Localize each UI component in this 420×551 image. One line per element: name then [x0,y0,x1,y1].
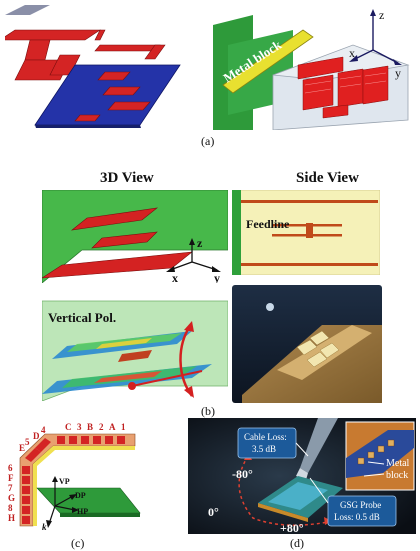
panel-b-3d-render: z x y [42,190,228,283]
panel-a-left-render [5,5,210,130]
left-label-4: 8 [8,503,13,513]
panel-b-field-render: Vertical Pol. [42,286,228,401]
title-3d-view: 3D View [100,170,154,186]
left-label-1: F [8,473,14,483]
vertical-pol-label: Vertical Pol. [48,310,116,325]
patch-strips [74,71,151,122]
gsg-line1: GSG Probe [340,500,381,510]
b-axis-x: x [172,271,178,283]
feed-block [5,5,50,15]
angle-minus80: -80° [232,467,253,481]
top-label-1: 3 [77,422,82,432]
k-label: k [42,522,47,532]
corner-label-1: 5 [25,437,30,447]
axis-z-label: z [379,8,384,22]
caption-b: (b) [201,404,215,418]
cable-loss-line1: Cable Loss: [244,432,287,442]
stacked-patches [42,207,193,279]
cable-loss-line2: 3.5 dB [252,444,276,454]
top-label-2: B [87,422,93,432]
corner-label-3: 4 [41,425,46,435]
metal-block [222,29,314,94]
caption-d: (d) [290,536,304,550]
radiator-blocks [297,56,389,119]
panel-a-right-render: Metal block z x y [213,5,415,130]
field-distribution [42,331,212,394]
probe-structure [118,350,152,362]
metal-block-inset-line2: block [386,470,408,481]
top-label-5: 1 [121,422,126,432]
angle-arc [238,455,329,526]
side-layers [241,200,378,266]
gsg-line2: Loss: 0.5 dB [334,512,380,522]
axis-y-label: y [395,66,401,80]
angle-plus80: +80° [280,521,304,534]
dp-label: DP [75,491,86,500]
metal-block-inset-line1: Metal [386,458,410,469]
patch-pads [296,330,340,368]
caption-a: (a) [201,134,215,148]
b-axis-z: z [197,236,203,250]
left-label-0: 6 [8,463,13,473]
panel-c-array: C 3 B 2 A 1 E 5 D 4 6 F 7 G 8 H [5,418,155,534]
angle-0: 0° [208,505,219,519]
top-label-4: A [109,422,116,432]
b-axis-y: y [214,271,220,283]
panel-b-photo [232,285,382,403]
top-label-3: 2 [99,422,104,432]
title-side-view: Side View [296,170,359,186]
gsg-probe-box [327,495,397,527]
panel-b-side-render: Feedline [232,190,380,275]
caption-c: (c) [71,536,85,550]
hp-label: HP [77,507,88,516]
panel-d-measurement: -80° 0° +80° Cable Loss: 3.5 dB GSG Prob… [188,418,416,534]
probe-arm [300,418,338,473]
feedline-label: Feedline [246,217,290,231]
left-label-3: G [8,493,15,503]
corner-label-2: D [33,431,40,441]
left-label-5: H [8,513,15,523]
array-elements [22,436,125,524]
left-label-2: 7 [8,483,13,493]
vp-label: VP [59,477,70,486]
axis-x-label: x [349,46,355,60]
top-label-0: C [65,422,72,432]
corner-label-0: E [19,443,25,453]
